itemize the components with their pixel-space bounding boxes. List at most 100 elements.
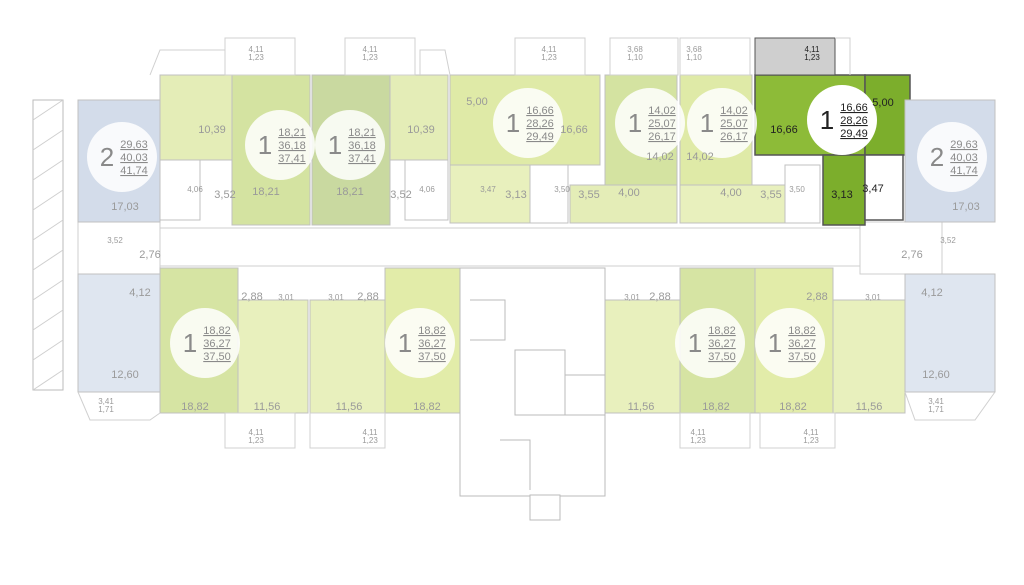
balcony-area-label: 1,71 <box>928 405 944 414</box>
bottom-area-label: 11,56 <box>856 401 883 413</box>
side-area-label: 12,60 <box>922 369 950 381</box>
bottom-area-label: 11,56 <box>336 401 363 413</box>
apt-a4-hall <box>569 184 678 224</box>
balcony-area-label: 3,68 <box>686 45 702 54</box>
balcony-area-label: 3,68 <box>627 45 643 54</box>
wc-area-label: 4,06 <box>187 185 203 194</box>
apartment-area-0: 18,21 <box>348 127 376 139</box>
apt-a12-kitchen <box>832 299 906 414</box>
apt-a1-kitchen <box>159 74 233 161</box>
room-area-label: 14,02 <box>646 151 674 163</box>
side-area-label: 3,52 <box>940 236 956 245</box>
wc-area-label: 3,13 <box>505 189 526 201</box>
apt-a5-hall <box>679 184 786 224</box>
apartment-area-1: 28,26 <box>840 115 868 127</box>
apt-a3-wc <box>529 164 569 224</box>
corridor <box>159 227 861 267</box>
bottom-area-label: 3,01 <box>865 293 881 302</box>
bottom-area-label: 3,01 <box>328 293 344 302</box>
wc-area-label: 3,55 <box>760 189 781 201</box>
apartment-rooms-count: 1 <box>506 108 520 138</box>
balcony-area-label: 1,23 <box>803 436 819 445</box>
apartment-area-1: 25,07 <box>648 118 676 130</box>
apartment-area-1: 25,07 <box>720 118 748 130</box>
bottom-area-label: 18,82 <box>779 401 807 413</box>
apartment-area-2: 37,50 <box>203 351 231 363</box>
apartment-rooms-count: 2 <box>100 142 114 172</box>
apartment-area-2: 26,17 <box>648 131 676 143</box>
apartment-rooms-count: 1 <box>768 328 782 358</box>
apartment-area-0: 18,82 <box>418 325 446 337</box>
room-area-label: 16,66 <box>560 124 588 136</box>
apartment-rooms-count: 1 <box>398 328 412 358</box>
balcony-area-label: 4,11 <box>249 428 265 437</box>
apt-a2-kitchen <box>389 74 449 161</box>
apartment-a12[interactable] <box>754 267 906 414</box>
room-area-label: 5,00 <box>872 97 893 109</box>
bottom-area-label: 18,82 <box>413 401 441 413</box>
apartment-rooms-count: 1 <box>183 328 197 358</box>
room-area-label: 10,39 <box>407 124 435 136</box>
side-area-label: 3,52 <box>107 236 123 245</box>
side-area-label: 2,76 <box>901 249 922 261</box>
balconies-bottom <box>77 391 996 449</box>
apartment-area-2: 29,49 <box>526 131 554 143</box>
right-lobby <box>859 221 943 275</box>
apartment-bubble <box>87 122 157 192</box>
balcony-area-label: 1,10 <box>686 53 702 62</box>
balcony-area-label: 4,11 <box>363 428 379 437</box>
apartment-area-2: 41,74 <box>120 165 148 177</box>
wc-area-label: 3,52 <box>390 189 411 201</box>
side-area-label: 2,76 <box>139 249 160 261</box>
balcony-area-label: 4,11 <box>804 428 820 437</box>
wc-area-label: 3,47 <box>862 183 883 195</box>
bottom-area-label: 3,01 <box>624 293 640 302</box>
room-area-label: 17,03 <box>952 201 980 213</box>
apartment-area-2: 26,17 <box>720 131 748 143</box>
wc-area-label: 3,50 <box>789 185 805 194</box>
left-facade-hatch <box>32 99 64 391</box>
apartment-rooms-count: 2 <box>930 142 944 172</box>
apartment-area-2: 37,50 <box>708 351 736 363</box>
apartment-area-1: 40,03 <box>950 152 978 164</box>
balcony-area-label: 1,71 <box>98 405 114 414</box>
apt-a11-kitchen <box>604 299 681 414</box>
apartment-area-2: 37,41 <box>278 153 306 165</box>
side-area-label: 4,12 <box>129 287 150 299</box>
apt-a2-wc <box>404 159 449 221</box>
apartment-bubble <box>315 110 385 180</box>
bottom-area-label: 11,56 <box>254 401 281 413</box>
apartment-area-0: 18,21 <box>278 127 306 139</box>
apartment-area-1: 36,18 <box>348 140 376 152</box>
apt-a9-kitchen <box>237 299 309 414</box>
room-area-label: 18,21 <box>336 186 364 198</box>
apt-a8-room2 <box>904 273 996 393</box>
apt-a3-hall <box>449 164 531 224</box>
apartment-area-2: 41,74 <box>950 165 978 177</box>
balcony-area-label: 1,23 <box>248 436 264 445</box>
apartment-rooms-count: 1 <box>628 108 642 138</box>
stairwell <box>459 267 606 521</box>
apt-a7-room2 <box>77 273 161 393</box>
apartment-rooms-count: 1 <box>328 130 342 160</box>
side-area-label: 12,60 <box>111 369 139 381</box>
balconies-top <box>149 37 851 76</box>
bottom-area-label: 18,82 <box>181 401 209 413</box>
apartment-bubble <box>245 110 315 180</box>
apartment-bubble <box>170 308 240 378</box>
apartment-area-1: 28,26 <box>526 118 554 130</box>
apartment-bubble <box>493 88 563 158</box>
apartment-area-0: 14,02 <box>720 105 748 117</box>
